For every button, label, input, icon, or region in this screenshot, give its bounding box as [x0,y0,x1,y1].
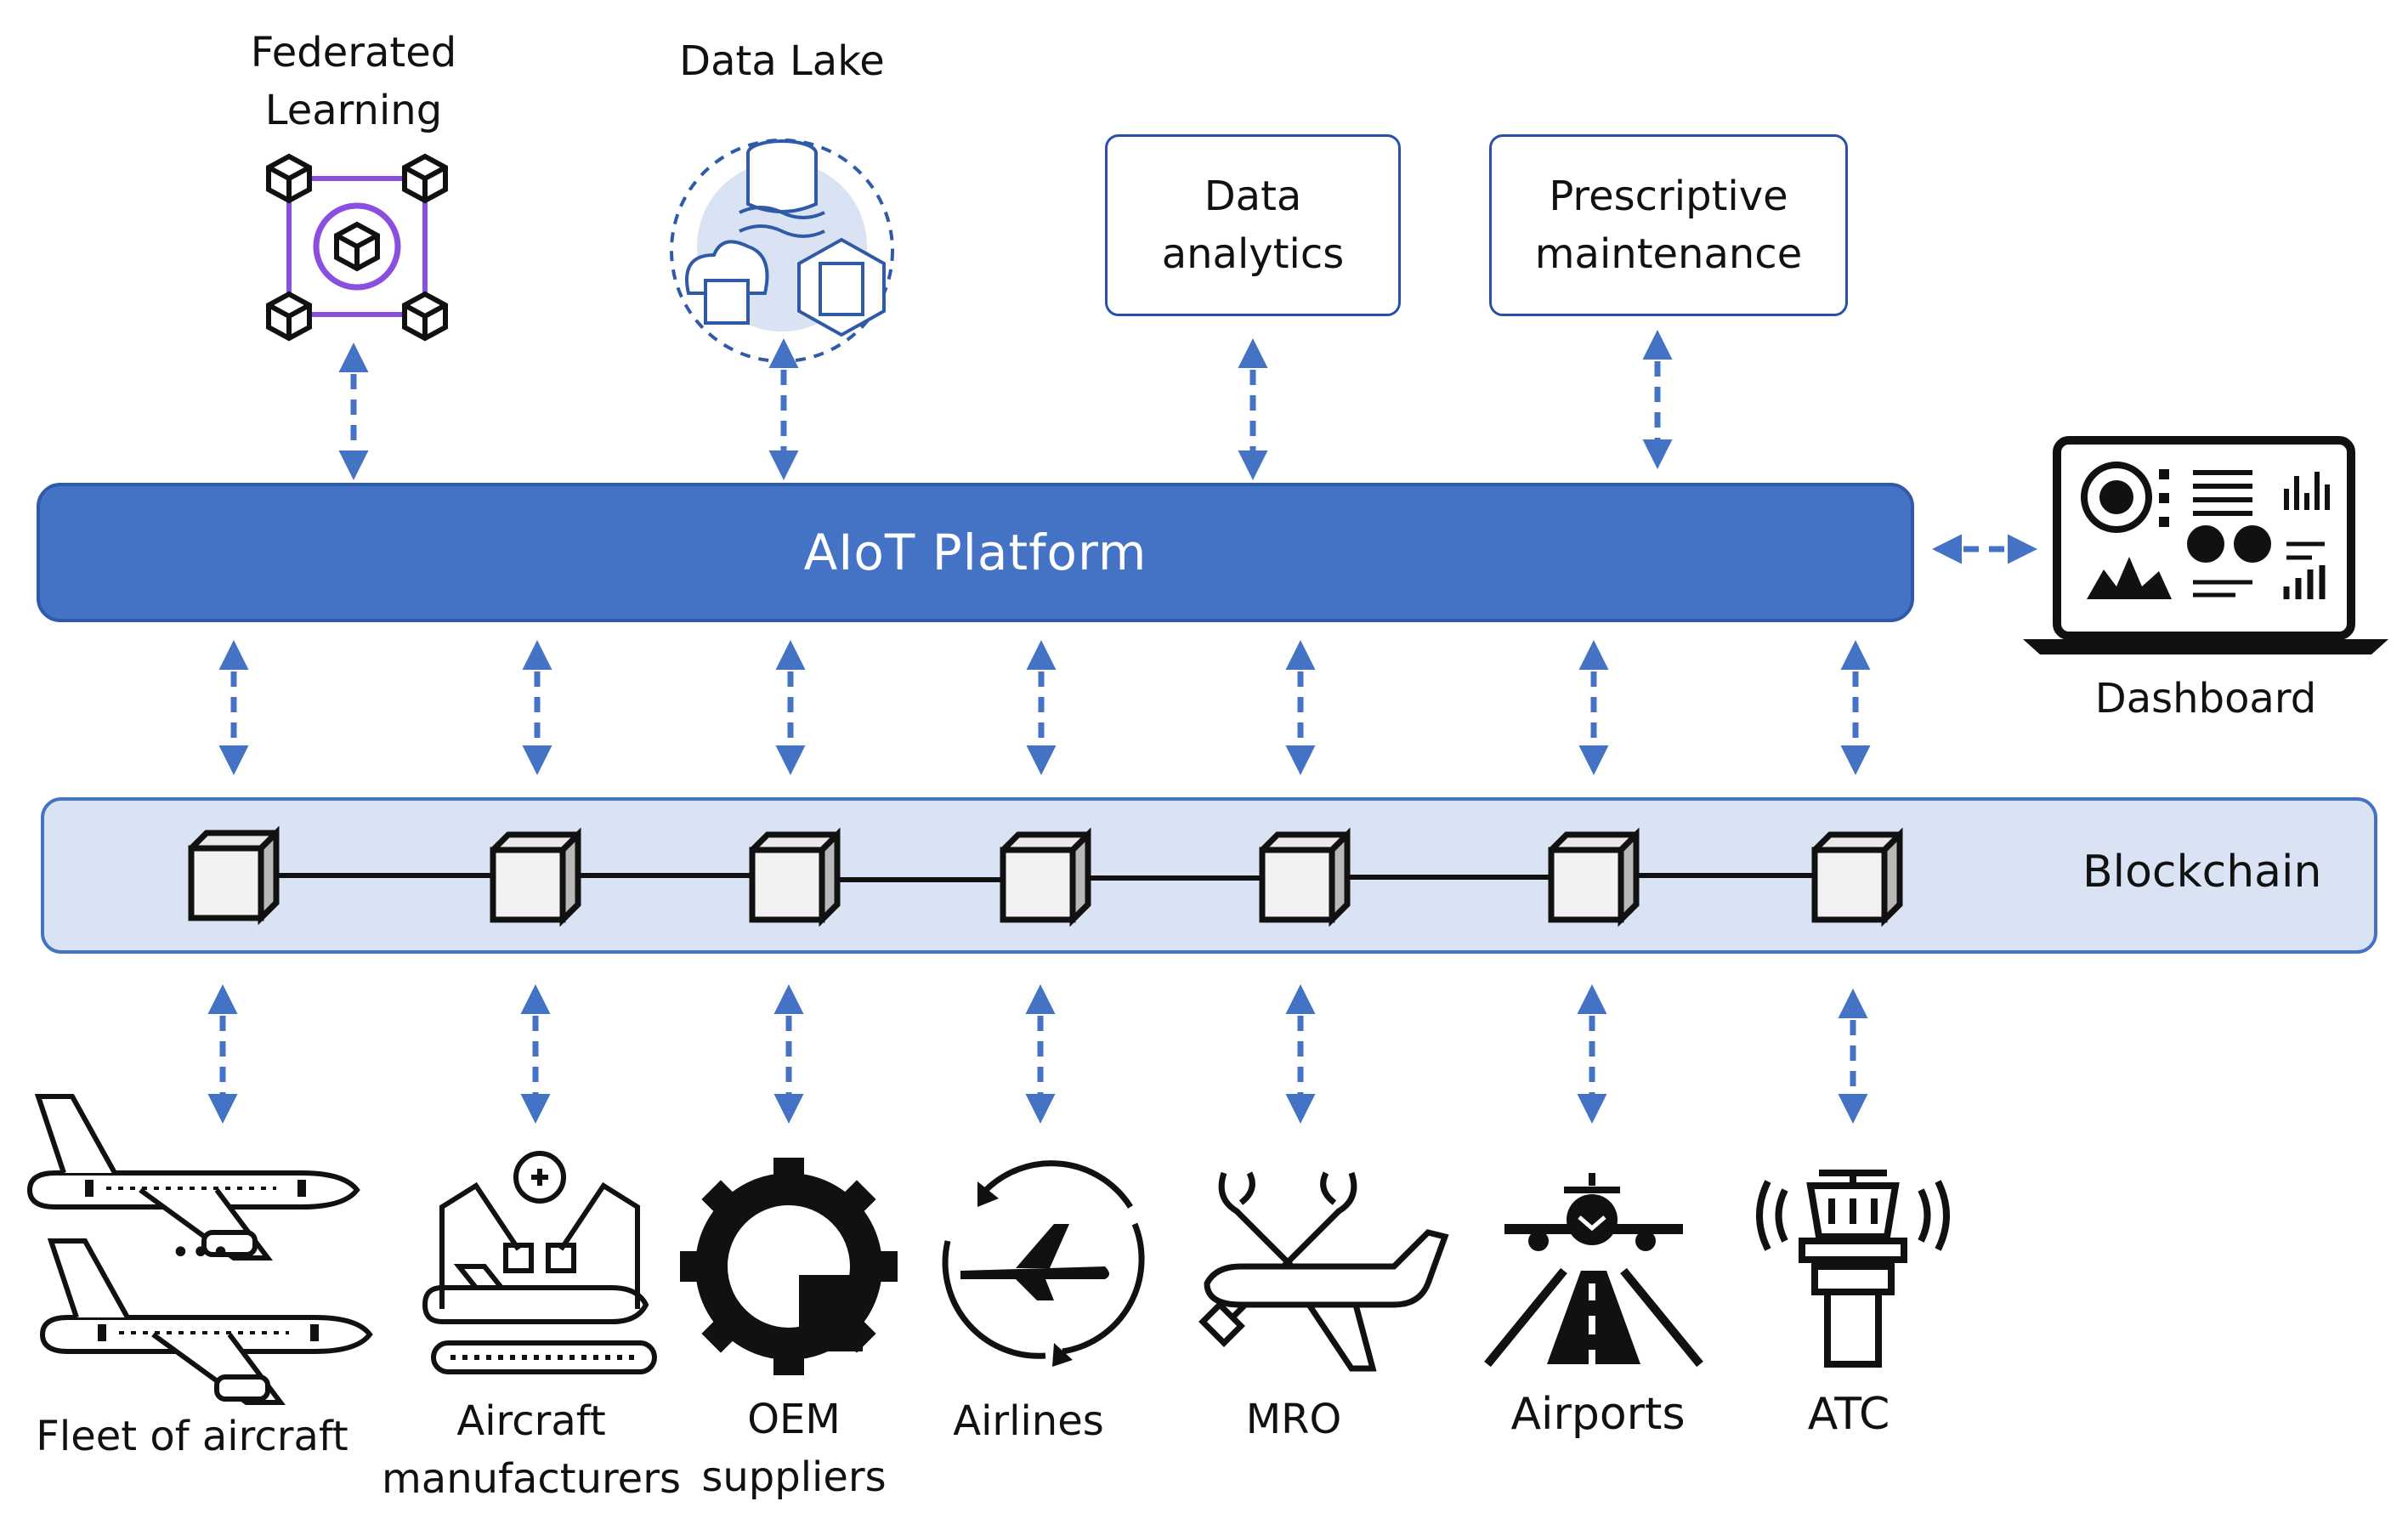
block-icon [1551,835,1636,920]
blockchain-label: Blockchain [2082,847,2322,898]
block-icon [752,835,837,920]
federated-learning-icon [269,156,445,338]
block-icon [1262,835,1347,920]
block-icon [1815,835,1900,920]
stakeholder-airlines-label: Airlines [953,1397,1104,1445]
stakeholder-fleet-label: Fleet of aircraft [36,1413,348,1460]
fleet-ellipsis: ••• [170,1233,231,1272]
gear-pie-icon [680,1158,898,1375]
federated-learning-label: Federated Learning [250,29,457,134]
stakeholder-manufacturers-label: Aircraft manufacturers [382,1397,681,1503]
blockchain-stakeholder-arrows [207,984,1868,1124]
dashboard-icon [2023,436,2388,654]
dashboard-label: Dashboard [2094,675,2317,722]
stakeholder-atc-label: ATC [1807,1389,1890,1440]
control-tower-icon [1756,1170,1950,1368]
stakeholder-oem-label: OEM suppliers [701,1396,887,1501]
stakeholder-mro-label: MRO [1245,1396,1342,1443]
top-arrows [338,330,2037,564]
platform-blockchain-arrows [218,640,1871,775]
robot-arms-assembly-icon [422,1151,657,1374]
aiot-platform-bar [37,483,1914,622]
stakeholder-airports-label: Airports [1510,1389,1686,1440]
blockchain-chain-line [263,873,1815,882]
block-icon [191,833,276,918]
block-icon [1003,835,1088,920]
block-icon [493,835,578,920]
data-lake-label: Data Lake [679,37,885,85]
aiot-platform-label: AIoT Platform [803,524,1147,581]
airplane-cycle-icon [942,1160,1145,1367]
wrench-airplane-icon [1198,1171,1449,1372]
data-lake-icon [670,139,894,363]
runway-airplane-icon [1484,1173,1703,1368]
